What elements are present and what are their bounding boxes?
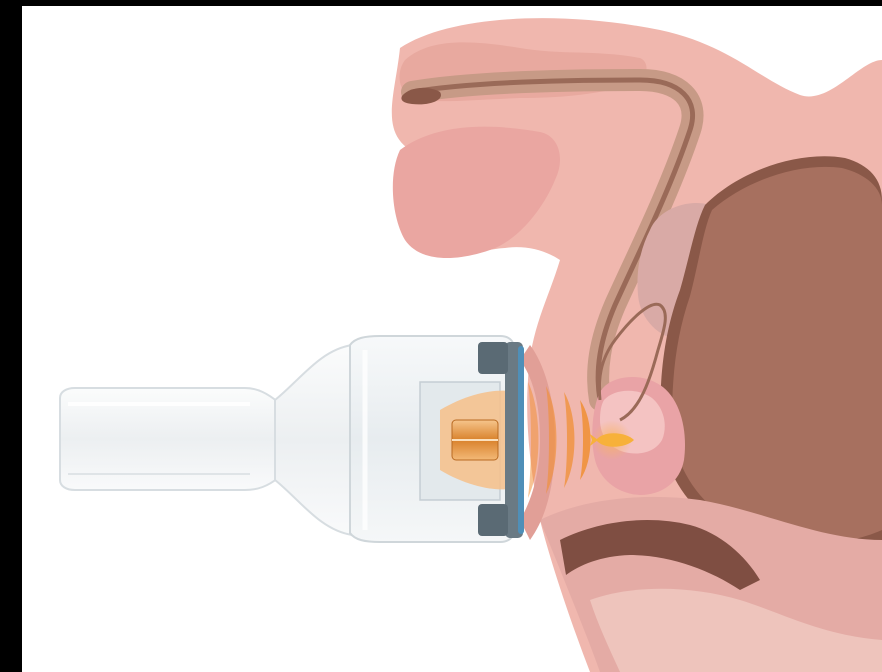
applicator-device-icon	[60, 336, 524, 542]
anatomy-illustration	[22, 6, 882, 672]
illustration-canvas	[22, 6, 882, 672]
device-taper	[275, 345, 352, 535]
device-top-clamp	[478, 342, 508, 374]
device-bottom-clamp	[478, 504, 508, 536]
